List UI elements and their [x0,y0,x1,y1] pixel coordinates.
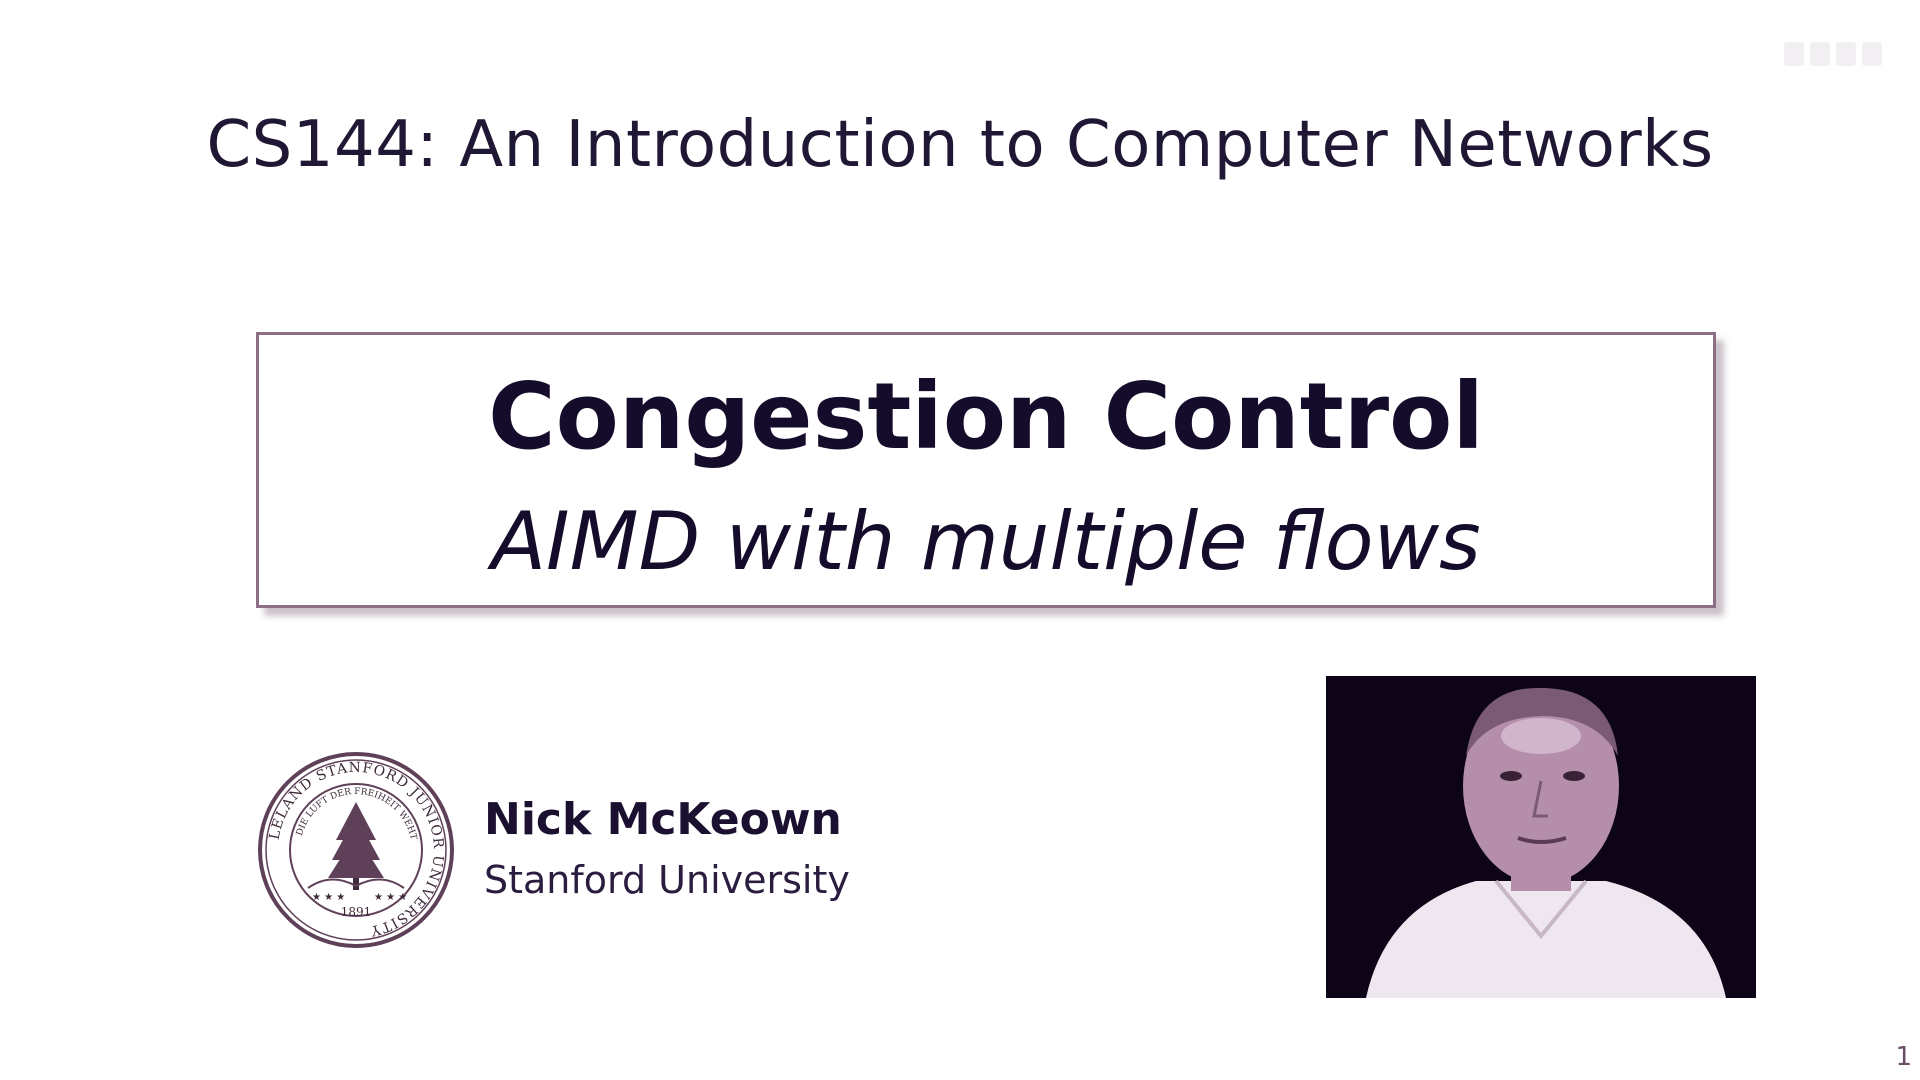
stanford-seal: LELAND STANFORD JUNIOR UNIVERSITY DIE LU… [256,750,456,950]
watermark-logo [1780,36,1890,78]
title-box: Congestion Control AIMD with multiple fl… [256,332,1716,608]
author-name: Nick McKeown [484,794,842,845]
lecture-subtitle: AIMD with multiple flows [491,495,1481,588]
watermark [1780,36,1890,78]
svg-text:★ ★ ★: ★ ★ ★ [374,892,407,903]
slide-number: 1 [1895,1042,1912,1072]
seal-year: 1891 [341,905,372,919]
course-title: CS144: An Introduction to Computer Netwo… [206,108,1714,182]
presenter-video [1326,676,1756,998]
lecture-title: Congestion Control [488,363,1484,470]
author-affiliation: Stanford University [484,858,850,902]
svg-text:★ ★ ★: ★ ★ ★ [312,892,345,903]
